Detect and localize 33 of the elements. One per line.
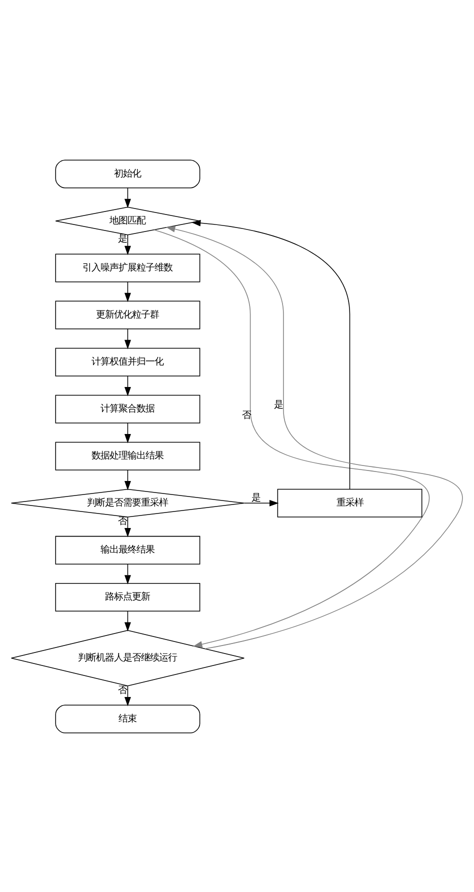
arrow: [124, 281, 131, 302]
edge-label: 是: [118, 233, 128, 244]
node-box: 计算权值并归一化: [55, 347, 200, 376]
arrow: [124, 516, 131, 537]
node-box: 输出最终结果: [55, 535, 200, 564]
node-diamond: 判断是否需要重采样: [10, 488, 245, 517]
arrow: [166, 225, 463, 649]
arrow: [124, 234, 131, 255]
edge-label: 否: [118, 515, 128, 526]
edge-label: 是: [251, 492, 260, 504]
arrow: [124, 328, 131, 349]
node-box: 更新优化粒子群: [55, 300, 200, 329]
node-box: 引入噪声扩展粒子维数: [55, 253, 200, 282]
node-box: 数据处理输出结果: [55, 441, 200, 470]
arrow: [124, 422, 131, 443]
arrow: [124, 375, 131, 396]
arrow: [124, 469, 131, 490]
arrow: [124, 563, 131, 584]
edge-label: 是: [274, 398, 283, 410]
node-box: 计算聚合数据: [55, 394, 200, 423]
arrow: [124, 187, 131, 208]
node-box: 初始化: [55, 159, 200, 188]
arrow: [244, 499, 279, 506]
edge-label: 否: [242, 409, 251, 420]
arrow: [191, 219, 350, 490]
arrow: [124, 685, 131, 706]
arrow: [124, 610, 131, 632]
node-box: 重采样: [277, 488, 422, 517]
node-diamond: 判断机器人是否继续运行: [10, 629, 245, 686]
arrow: [154, 229, 430, 647]
edge-label: 否: [118, 684, 128, 696]
node-box: 路标点更新: [55, 582, 200, 611]
node-box: 结束: [55, 704, 200, 733]
